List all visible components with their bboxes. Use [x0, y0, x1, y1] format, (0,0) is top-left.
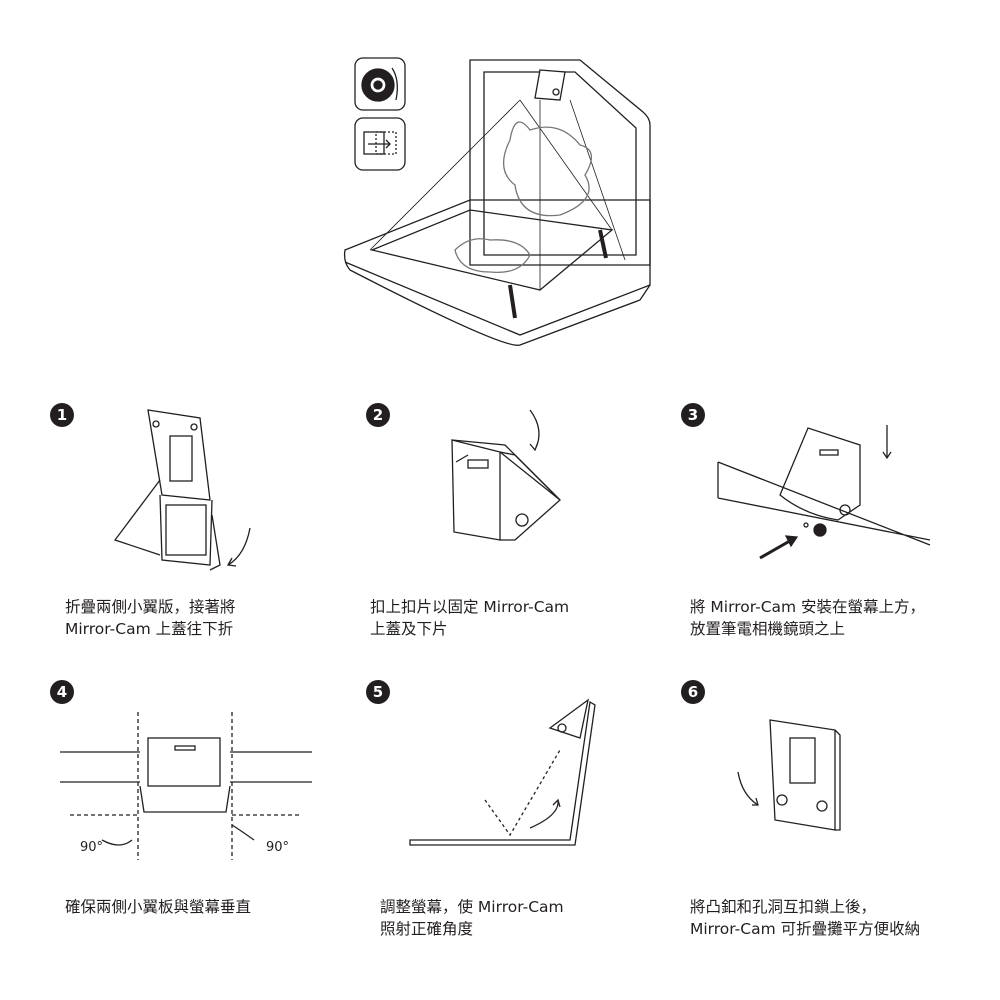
- step1-caption: 折疊兩側小翼版，接著將 Mirror-Cam 上蓋往下折: [65, 596, 236, 640]
- camera-app-icon: [354, 57, 406, 111]
- step4-caption: 確保兩側小翼板與螢幕垂直: [65, 896, 251, 918]
- step4-illustration: [60, 712, 312, 860]
- step-number-1: 1: [50, 403, 74, 427]
- step2-illustration: [451, 409, 561, 541]
- caption-line: 照射正確角度: [380, 920, 474, 938]
- step6-illustration: [737, 719, 841, 831]
- step1-illustration: [113, 409, 251, 571]
- caption-line: 調整螢幕，使 Mirror-Cam: [380, 898, 564, 916]
- caption-line: 扣上扣片以固定 Mirror-Cam: [370, 598, 570, 616]
- angle-label-right: 90°: [266, 840, 290, 855]
- hero-laptop-illustration: [343, 59, 651, 346]
- caption-line: 放置筆電相機鏡頭之上: [690, 620, 846, 638]
- caption-line: Mirror-Cam 上蓋往下折: [65, 620, 234, 638]
- step5-illustration: [409, 698, 596, 846]
- caption-line: Mirror-Cam 可折疊攤平方便收納: [690, 920, 921, 938]
- caption-line: 確保兩側小翼板與螢幕垂直: [65, 898, 252, 916]
- step-number-6: 6: [681, 680, 705, 704]
- caption-line: 折疊兩側小翼版，接著將: [65, 598, 236, 616]
- step-number-3: 3: [681, 403, 705, 427]
- step6-caption: 將凸釦和孔洞互扣鎖上後， Mirror-Cam 可折疊攤平方便收納: [690, 896, 920, 940]
- screen-flip-icon: [354, 117, 406, 171]
- step-number-5: 5: [366, 680, 390, 704]
- step2-caption: 扣上扣片以固定 Mirror-Cam 上蓋及下片: [370, 596, 569, 640]
- angle-label-left: 90°: [80, 840, 104, 855]
- step5-caption: 調整螢幕，使 Mirror-Cam 照射正確角度: [380, 896, 564, 940]
- step3-illustration: [717, 425, 931, 560]
- step-number-2: 2: [366, 403, 390, 427]
- step3-caption: 將 Mirror-Cam 安裝在螢幕上方， 放置筆電相機鏡頭之上: [690, 596, 925, 640]
- caption-line: 將 Mirror-Cam 安裝在螢幕上方，: [690, 598, 926, 616]
- caption-line: 將凸釦和孔洞互扣鎖上後，: [690, 898, 877, 916]
- caption-line: 上蓋及下片: [370, 620, 448, 638]
- step-number-4: 4: [50, 680, 74, 704]
